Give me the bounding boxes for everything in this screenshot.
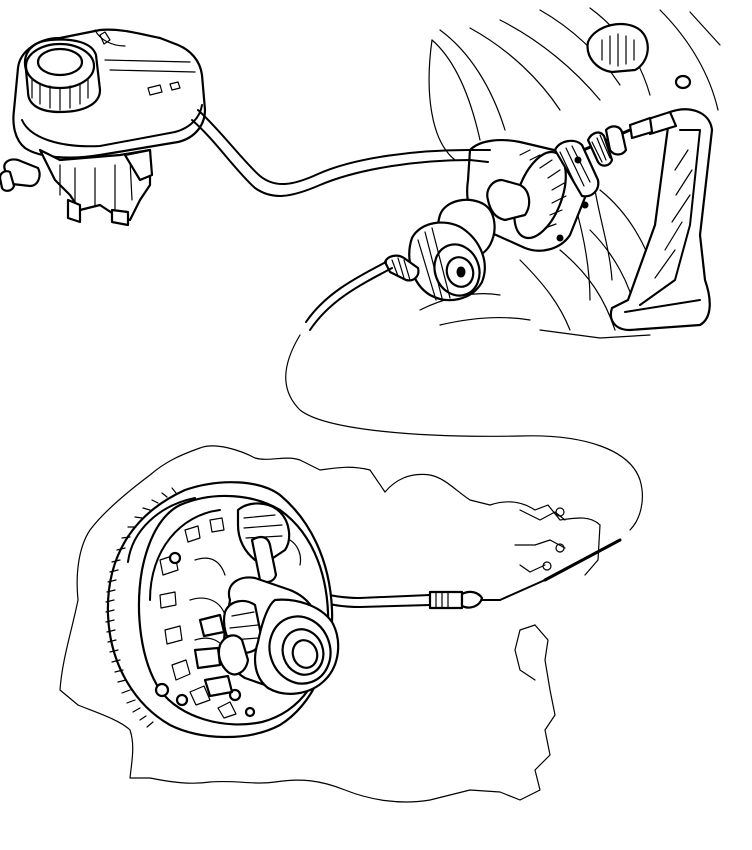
bulkhead-grommet	[586, 22, 692, 90]
clutch-master-cylinder	[466, 139, 600, 252]
concentric-slave-cylinder	[193, 502, 340, 698]
reservoir-cap	[23, 38, 102, 114]
clutch-pedal	[609, 108, 714, 332]
reservoir-base	[0, 148, 154, 227]
line-connector	[428, 590, 484, 610]
fluid-supply-hose	[191, 109, 491, 197]
transmission-housing-outline	[59, 445, 601, 803]
line-connector-master	[383, 198, 496, 302]
